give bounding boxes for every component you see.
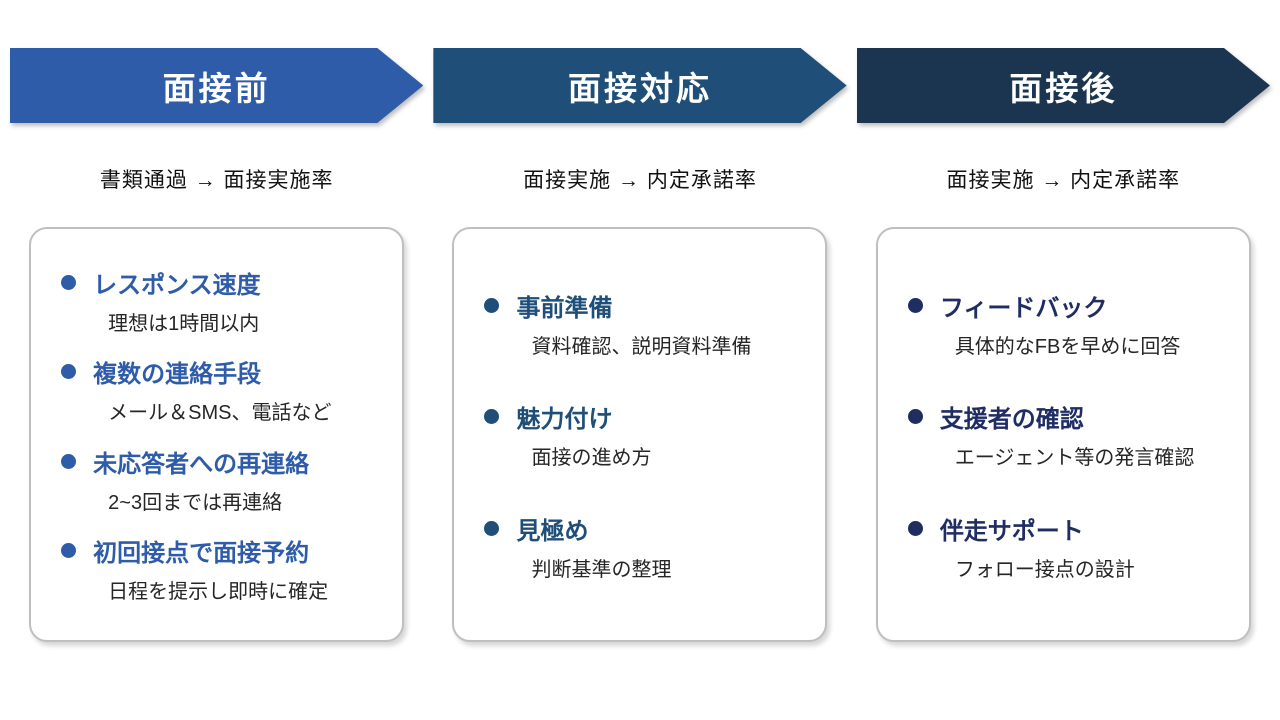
card-item-list: 事前準備 資料確認、説明資料準備 魅力付け 面接の進め方 見極め 判断基準の整理 [484,247,805,622]
stage-card-during: 事前準備 資料確認、説明資料準備 魅力付け 面接の進め方 見極め 判断基準の整理 [452,227,828,642]
item-description: メール＆SMS、電話など [108,402,332,425]
item-description: 日程を提示し即時に確定 [108,580,329,603]
process-diagram: 面接前 書類通過 → 面接実施率 レスポンス速度 理想は1時間以内 複数の連絡手… [0,0,1280,642]
item-description: 判断基準の整理 [531,558,672,581]
list-item-heading: フィードバック [907,288,1229,323]
bullet-icon [61,364,77,380]
item-title: 事前準備 [516,294,613,322]
bullet-icon [907,520,923,536]
stage-metric: 面接実施 → 内定承諾率 [523,169,757,192]
item-title: 支援者の確認 [939,406,1084,433]
bullet-icon [61,453,77,469]
item-title: 初回接点で面接予約 [93,539,310,567]
bullet-icon [484,520,500,536]
item-description: 2~3回までは再連絡 [108,491,283,514]
list-item: 事前準備 資料確認、説明資料準備 [484,288,805,359]
list-item-heading: 未応答者への再連絡 [61,444,382,479]
list-item-heading: 見極め [484,511,805,546]
list-item-heading: レスポンス速度 [61,265,382,300]
stage-card-after: フィードバック 具体的なFBを早めに回答 支援者の確認 エージェント等の発言確認… [875,227,1251,642]
stage-card-before: レスポンス速度 理想は1時間以内 複数の連絡手段 メール＆SMS、電話など 未応… [29,227,405,642]
item-title: レスポンス速度 [93,272,261,300]
list-item: レスポンス速度 理想は1時間以内 [61,265,382,336]
stage-arrow-shape: 面接対応 [433,48,846,123]
card-item-list: レスポンス速度 理想は1時間以内 複数の連絡手段 メール＆SMS、電話など 未応… [61,247,382,622]
item-description: 資料確認、説明資料準備 [531,335,752,358]
list-item: フィードバック 具体的なFBを早めに回答 [907,288,1229,359]
item-title: フィードバック [939,294,1108,322]
column-after-interview: 面接後 面接実施 → 内定承諾率 フィードバック 具体的なFBを早めに回答 支援… [857,0,1270,642]
stage-title: 面接後 [1009,69,1118,107]
bullet-icon [907,297,923,313]
list-item-heading: 支援者の確認 [907,399,1229,434]
list-item-heading: 初回接点で面接予約 [61,533,382,568]
bullet-icon [61,275,77,291]
bullet-icon [484,297,500,313]
stage-arrow-shape: 面接前 [10,48,423,123]
column-during-interview: 面接対応 面接実施 → 内定承諾率 事前準備 資料確認、説明資料準備 魅力付け … [433,0,846,642]
bullet-icon [61,542,77,558]
item-description: フォロー接点の設計 [954,558,1135,581]
item-title: 見極め [516,517,589,545]
column-before-interview: 面接前 書類通過 → 面接実施率 レスポンス速度 理想は1時間以内 複数の連絡手… [10,0,423,642]
item-description: 理想は1時間以内 [108,313,260,336]
list-item: 支援者の確認 エージェント等の発言確認 [907,399,1229,470]
stage-arrow-shape: 面接後 [857,48,1270,123]
list-item: 複数の連絡手段 メール＆SMS、電話など [61,354,382,425]
list-item: 見極め 判断基準の整理 [484,511,805,582]
list-item: 未応答者への再連絡 2~3回までは再連絡 [61,444,382,515]
stage-arrow-after: 面接後 [857,48,1270,123]
list-item: 伴走サポート フォロー接点の設計 [907,511,1229,582]
stage-arrow-before: 面接前 [10,48,423,123]
card-item-list: フィードバック 具体的なFBを早めに回答 支援者の確認 エージェント等の発言確認… [907,247,1229,622]
stage-title: 面接前 [162,69,271,107]
stage-metric: 面接実施 → 内定承諾率 [946,169,1181,192]
bullet-icon [484,409,500,424]
list-item: 初回接点で面接予約 日程を提示し即時に確定 [61,533,382,604]
item-description: 面接の進め方 [531,447,652,469]
item-description: エージェント等の発言確認 [954,447,1195,469]
stage-arrow-during: 面接対応 [433,48,846,123]
item-title: 複数の連絡手段 [93,361,262,389]
list-item: 魅力付け 面接の進め方 [484,399,805,470]
list-item-heading: 魅力付け [484,399,805,434]
item-description: 具体的なFBを早めに回答 [954,335,1181,358]
item-title: 魅力付け [516,406,613,433]
list-item-heading: 伴走サポート [907,511,1229,546]
list-item-heading: 事前準備 [484,288,805,323]
stage-title: 面接対応 [567,69,712,107]
item-title: 未応答者への再連絡 [93,450,310,478]
item-title: 伴走サポート [939,517,1084,545]
stage-metric: 書類通過 → 面接実施率 [99,169,334,192]
bullet-icon [907,409,923,424]
list-item-heading: 複数の連絡手段 [61,354,382,389]
